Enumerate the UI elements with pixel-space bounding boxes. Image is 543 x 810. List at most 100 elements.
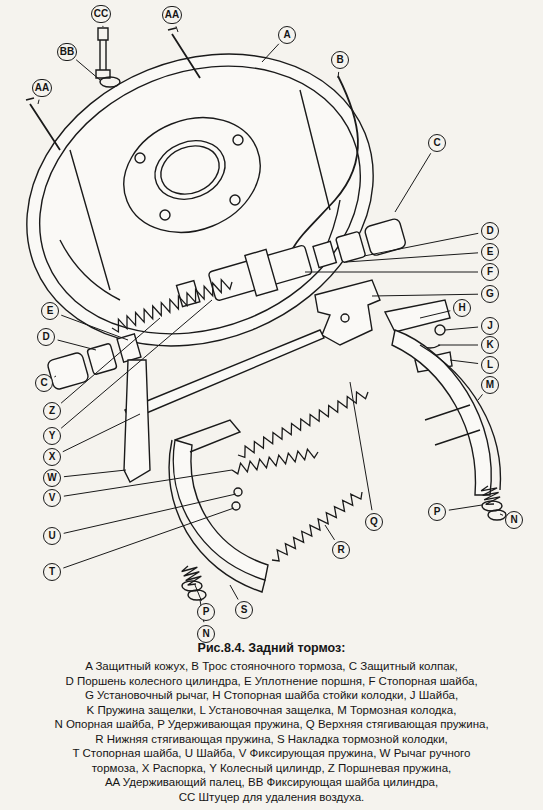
leader-line: [338, 72, 340, 78]
drawing-stroke: [208, 245, 312, 301]
legend-line: R Нижняя стягивающая пружина, S Накладка…: [0, 732, 543, 746]
leader-line: [305, 272, 478, 273]
drawing-stroke: [392, 330, 491, 495]
backing-plate: [0, 4, 417, 397]
legend-line: CC Штуцер для удаления воздуха.: [0, 790, 543, 804]
leader-line: [195, 585, 201, 601]
drawing-stroke: [160, 210, 170, 220]
leader-line: [350, 382, 372, 510]
callout-letter: U: [43, 527, 61, 545]
callout-letter: H: [453, 299, 471, 317]
drawing-stroke: [385, 300, 450, 332]
leader-line: [64, 494, 236, 533]
drawing-stroke: [315, 280, 380, 345]
leader-line: [63, 508, 234, 568]
drawing-stroke: [0, 20, 401, 381]
leader-line: [61, 315, 128, 340]
leader-line: [63, 414, 140, 452]
drawing-stroke: [364, 218, 407, 257]
handbrake-lever: [124, 360, 150, 482]
callout-letter: C: [428, 134, 446, 152]
drawing-stroke: [0, 4, 506, 600]
leader-line: [38, 100, 39, 104]
leader-line: [346, 253, 478, 262]
leader-line: [438, 345, 478, 346]
callout-letter: R: [332, 541, 350, 559]
drawing-stroke: [435, 325, 445, 335]
leader-line: [325, 525, 335, 540]
drawing-stroke: [233, 135, 243, 145]
leader-line: [500, 514, 503, 515]
drawing-stroke: [425, 405, 480, 445]
legend-line: G Установочный рычаг, H Стопорная шайба …: [0, 688, 543, 702]
drawing-stroke: [173, 440, 268, 580]
leader-line: [54, 376, 56, 378]
drawing-stroke: [154, 137, 227, 202]
leader-lines: [0, 0, 543, 640]
drawing-stroke: [341, 314, 349, 322]
drawing-stroke: [245, 249, 278, 295]
leader-line: [372, 294, 478, 296]
brake-illustration: [0, 0, 543, 640]
drawing-stroke: [96, 28, 110, 78]
callout-letter: J: [481, 317, 499, 335]
drawing-stroke: [0, 4, 417, 397]
drawing-stroke: [420, 345, 500, 490]
leader-line: [64, 470, 232, 496]
callout-letter: A: [278, 26, 296, 44]
callout-letter: P: [197, 603, 215, 621]
figure-caption: Рис.8.4. Задний тормоз:: [0, 641, 543, 656]
leader-line: [61, 300, 212, 428]
callout-letter: D: [37, 328, 55, 346]
drawing-stroke: [117, 334, 141, 362]
drawing-stroke: [336, 231, 366, 263]
callout-letter: P: [428, 503, 446, 521]
leader-line: [102, 26, 103, 27]
callout-letter: V: [43, 489, 61, 507]
coil-spring: [481, 486, 500, 504]
callout-letter: X: [43, 448, 61, 466]
drawing-stroke: [146, 131, 234, 210]
coil-spring: [272, 492, 362, 561]
washers: [182, 488, 506, 600]
legend-line: тормоза, X Распорка, Y Колесный цилиндр,…: [0, 761, 543, 775]
legend-line: D Поршень колесного цилиндра, E Уплотнен…: [0, 674, 543, 688]
callout-letter: CC: [91, 5, 111, 23]
coil-spring: [182, 566, 202, 585]
callout-letter: G: [481, 285, 499, 303]
strut: [125, 330, 324, 420]
callout-letter: S: [235, 601, 253, 619]
callout-letter: C: [35, 374, 53, 392]
legend-line: AA Удерживающий палец, BB Фиксирующая ша…: [0, 775, 543, 789]
leader-line: [230, 585, 238, 600]
springs: [112, 280, 500, 585]
drawing-stroke: [488, 510, 506, 520]
coil-spring: [232, 449, 318, 474]
legend-line: A Защитный кожух, B Трос стояночного тор…: [0, 659, 543, 673]
callout-letter: K: [481, 336, 499, 354]
callout-letter: D: [481, 222, 499, 240]
callout-letter: B: [331, 51, 349, 69]
callout-letter: W: [43, 469, 61, 487]
leader-line: [61, 318, 160, 403]
leader-line: [395, 153, 431, 212]
leader-line: [420, 311, 450, 318]
drawing-stroke: [100, 77, 120, 87]
handbrake-cable: [292, 76, 358, 250]
leader-line: [450, 360, 478, 364]
leader-line: [58, 340, 96, 350]
callout-letter: Q: [365, 513, 383, 531]
callout-letter: N: [197, 625, 215, 643]
callout-letter: BB: [57, 43, 77, 61]
drawing-stroke: [26, 98, 60, 150]
legend-line: T Стопорная шайба, U Шайба, V Фиксирующа…: [0, 746, 543, 760]
leader-line: [445, 327, 478, 330]
callout-letter: Y: [43, 427, 61, 445]
callout-letter: T: [43, 563, 61, 581]
leader-line: [364, 233, 478, 256]
leader-line: [176, 26, 178, 32]
drawing-stroke: [188, 590, 206, 600]
drawing-stroke: [135, 153, 145, 163]
callout-letter: AA: [162, 6, 182, 24]
drawing-stroke: [234, 488, 242, 496]
